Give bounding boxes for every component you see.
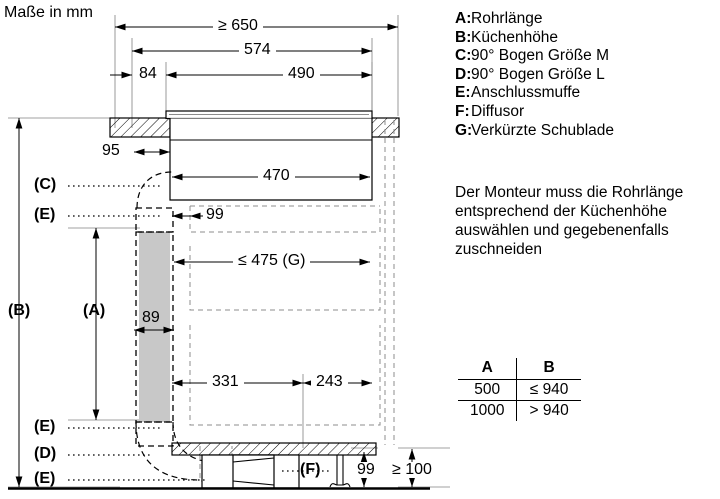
table-header-row: A B <box>458 358 581 380</box>
legend-text-g: Verkürzte Schublade <box>471 121 615 139</box>
table-row: 500 ≤ 940 <box>458 379 581 401</box>
legend-key-f: F: <box>455 102 470 120</box>
table-cell-b-2: > 940 <box>516 400 581 421</box>
dim-99-upper: 99 <box>203 207 227 223</box>
legend-text-c: 90° Bogen Größe M <box>471 47 610 65</box>
legend-item-c: C:90° Bogen Größe M <box>455 47 614 66</box>
callout-e-upper: (E) <box>34 206 56 223</box>
legend-key-b: B: <box>455 28 472 46</box>
table-cell-a-1: 500 <box>458 379 517 401</box>
callout-c: (C) <box>34 176 57 193</box>
installation-note: Der Monteur muss die Rohrlänge entsprech… <box>455 184 684 258</box>
legend-key-c: C: <box>455 47 472 65</box>
dim-99-lower: 99 <box>355 461 377 478</box>
dim-89: 89 <box>142 309 160 326</box>
callout-e-middle: (E) <box>34 418 56 435</box>
drawing-title: Maße in mm <box>4 4 93 21</box>
dim-243: 243 <box>311 374 348 390</box>
legend-item-d: D:90° Bogen Größe L <box>455 66 614 85</box>
dim-331: 331 <box>207 374 244 390</box>
dim-95: 95 <box>100 142 122 159</box>
table-cell-b-1: ≤ 940 <box>516 379 581 401</box>
callout-e-lower: (E) <box>34 470 56 487</box>
dim-100: ≥ 100 <box>390 461 434 478</box>
table-header-b: B <box>516 358 581 380</box>
legend-item-b: B:Küchenhöhe <box>455 29 614 48</box>
dim-490: 490 <box>283 66 320 82</box>
callout-b: (B) <box>8 302 31 319</box>
table-header-a: A <box>481 359 493 376</box>
callout-a: (A) <box>83 302 106 319</box>
dim-470: 470 <box>258 168 295 184</box>
legend-key-g: G: <box>455 121 473 139</box>
table-row: 1000 > 940 <box>458 400 581 421</box>
table-cell-a-2: 1000 <box>458 400 517 421</box>
legend-list: A:Rohrlänge B:Küchenhöhe C:90° Bogen Grö… <box>455 10 614 140</box>
legend-text-b: Küchenhöhe <box>471 28 559 46</box>
legend-item-g: G:Verkürzte Schublade <box>455 122 614 141</box>
dim-84: 84 <box>136 66 160 82</box>
table-a-b: A B 500 ≤ 940 1000 > 940 <box>458 358 581 421</box>
callout-f: (F) <box>300 461 321 478</box>
reference-table: A B 500 ≤ 940 1000 > 940 <box>458 358 581 421</box>
dim-650: ≥ 650 <box>213 18 263 34</box>
callout-d: (D) <box>34 445 57 462</box>
legend-item-a: A:Rohrlänge <box>455 10 614 29</box>
legend-text-a: Rohrlänge <box>471 10 543 27</box>
legend-key-d: D: <box>455 65 472 83</box>
legend-key-a: A: <box>455 10 472 27</box>
legend-text-f: Diffusor <box>471 102 525 120</box>
legend-key-e: E: <box>455 84 471 102</box>
dim-475-g: ≤ 475 (G) <box>233 253 311 269</box>
dim-574: 574 <box>239 42 276 58</box>
legend-item-e: E:Anschlussmuffe <box>455 84 614 103</box>
legend-text-e: Anschlussmuffe <box>471 84 581 102</box>
legend-item-f: F:Diffusor <box>455 103 614 122</box>
legend-text-d: 90° Bogen Größe L <box>471 65 605 83</box>
